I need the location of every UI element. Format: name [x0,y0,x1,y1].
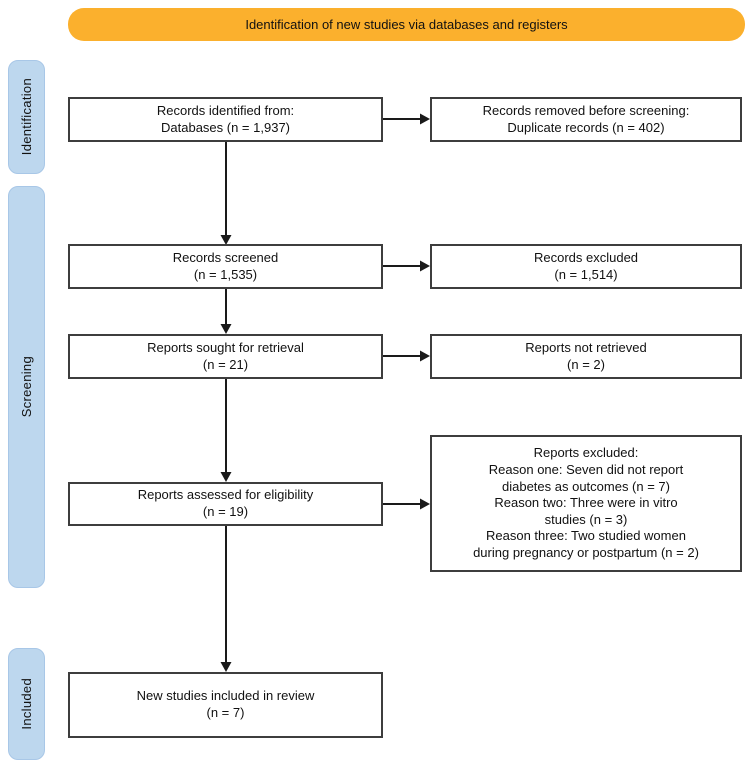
banner-label: Identification of new studies via databa… [245,17,568,32]
arrow-identified-to-screened [220,142,232,245]
arrow-screened-to-sought [220,289,232,334]
box-reports-assessed: Reports assessed for eligibility (n = 19… [68,482,383,526]
banner-identification-of-new-studies: Identification of new studies via databa… [68,8,745,41]
arrow-sought-to-assessed [220,379,232,482]
box-records-excluded: Records excluded (n = 1,514) [430,244,742,289]
box-records-screened-text: Records screened (n = 1,535) [172,249,279,282]
box-records-removed-text: Records removed before screening: Duplic… [482,102,690,135]
box-records-removed: Records removed before screening: Duplic… [430,97,742,142]
box-reports-not-retrieved: Reports not retrieved (n = 2) [430,334,742,379]
box-records-screened: Records screened (n = 1,535) [68,244,383,289]
box-reports-excluded: Reports excluded: Reason one: Seven did … [430,435,742,572]
stage-identification-text: Identification [19,78,34,156]
box-records-excluded-text: Records excluded (n = 1,514) [533,249,639,282]
box-records-identified-text: Records identified from: Databases (n = … [156,102,295,135]
box-reports-sought-text: Reports sought for retrieval (n = 21) [147,339,304,372]
box-reports-sought: Reports sought for retrieval (n = 21) [68,334,383,379]
arrow-screened-to-excluded [383,260,430,272]
box-records-identified: Records identified from: Databases (n = … [68,97,383,142]
stage-included-text: Included [19,678,34,730]
stage-label-included: Included [8,648,45,760]
box-new-studies-included: New studies included in review (n = 7) [68,672,383,738]
arrow-sought-to-not-retrieved [383,350,430,362]
box-reports-excluded-text: Reports excluded: Reason one: Seven did … [473,445,699,561]
stage-screening-text: Screening [19,356,34,418]
arrow-assessed-to-reports-excluded [383,498,430,510]
arrow-assessed-to-included [220,526,232,672]
stage-label-screening: Screening [8,186,45,588]
box-new-studies-included-text: New studies included in review (n = 7) [136,688,315,720]
box-reports-assessed-text: Reports assessed for eligibility (n = 19… [137,487,314,519]
arrow-identified-to-removed [383,113,430,125]
box-reports-not-retrieved-text: Reports not retrieved (n = 2) [525,339,647,372]
stage-label-identification: Identification [8,60,45,174]
